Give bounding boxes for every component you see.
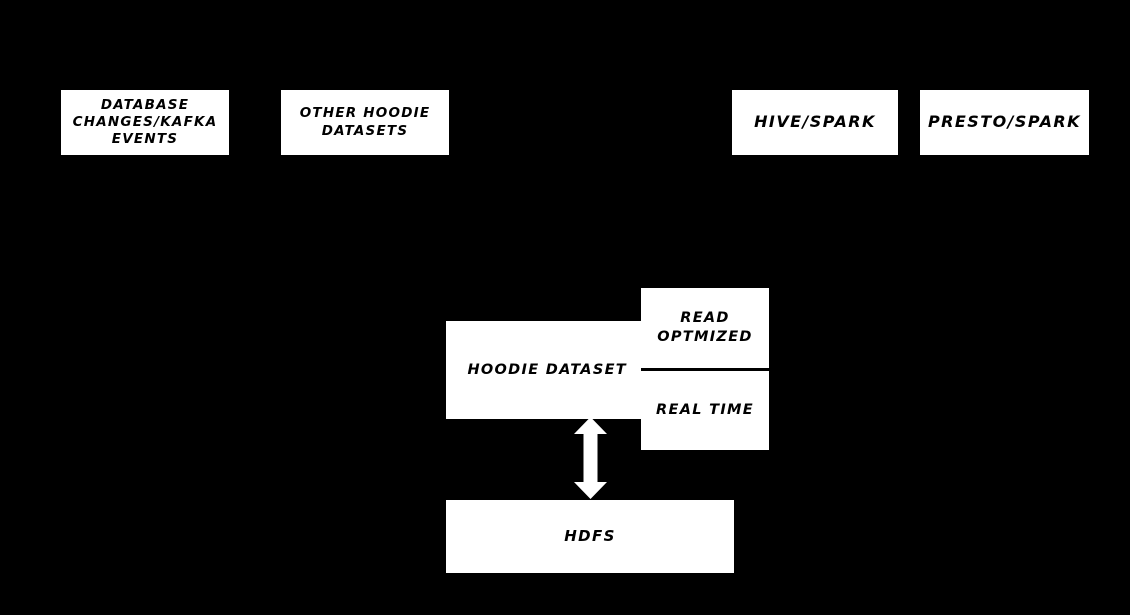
node-read-optimized-view[interactable]: Read Optmized <box>641 288 769 371</box>
node-hdfs[interactable]: HDFS <box>446 500 734 573</box>
node-database-changes-kafka-events[interactable]: Database Changes/Kafka Events <box>61 90 229 155</box>
node-hive-spark[interactable]: Hive/Spark <box>732 90 898 155</box>
arrow-dataset-to-hdfs-icon <box>573 417 608 499</box>
node-real-time-view[interactable]: Real Time <box>641 371 769 450</box>
node-hoodie-dataset[interactable]: Hoodie Dataset <box>446 321 642 419</box>
node-presto-spark[interactable]: Presto/Spark <box>920 90 1089 155</box>
node-other-hoodie-datasets[interactable]: Other Hoodie Datasets <box>281 90 449 155</box>
